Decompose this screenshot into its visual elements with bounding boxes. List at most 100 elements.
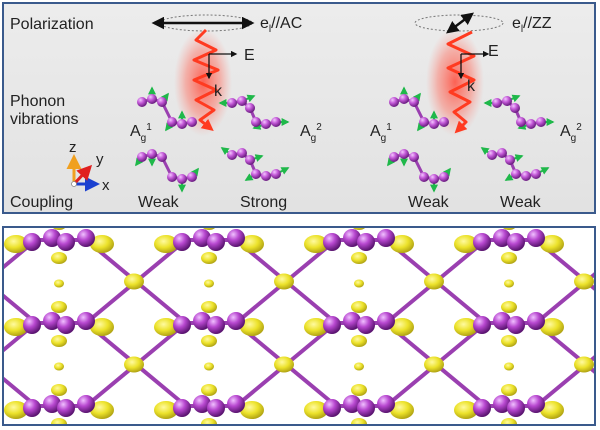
atom <box>429 119 439 129</box>
zz-mode1-fragment-lower <box>387 149 451 193</box>
lattice-atom <box>323 316 341 334</box>
density-lobe <box>51 301 67 313</box>
ac-mode1-label: Ag1 <box>130 122 152 144</box>
density-lobe <box>154 318 178 336</box>
lattice-atom <box>357 399 375 417</box>
lattice-atom <box>507 233 525 251</box>
ac-field-label: E <box>244 47 255 64</box>
ac-polarization-label: el//AC <box>260 15 302 35</box>
lattice-atom <box>493 229 511 247</box>
density-lobe <box>390 235 414 253</box>
lattice-atom <box>227 312 245 330</box>
lattice-atom <box>57 233 75 251</box>
lattice-atom <box>323 233 341 251</box>
lattice-atom <box>343 229 361 247</box>
zz-wavevector-label: k <box>467 78 476 95</box>
density-lobe <box>424 356 444 373</box>
lattice-atom <box>193 395 211 413</box>
atom <box>399 94 409 104</box>
density-lobe <box>304 235 328 253</box>
density-lobe <box>304 318 328 336</box>
lattice-atoms <box>23 229 545 417</box>
ac-laser-beam <box>174 28 232 136</box>
atom <box>487 150 497 160</box>
atom <box>137 152 147 162</box>
zz-mode2-fragment-lower <box>480 147 550 181</box>
atom <box>531 169 541 179</box>
atom <box>502 96 512 106</box>
lattice-atom <box>357 233 375 251</box>
atom <box>516 117 526 127</box>
density-lobe <box>390 318 414 336</box>
coordinate-axes: z y x <box>66 139 110 194</box>
atom <box>492 98 502 108</box>
density-lobe <box>201 301 217 313</box>
atom <box>526 119 536 129</box>
lattice-atom <box>43 229 61 247</box>
ac-mode2-label: Ag2 <box>300 122 322 144</box>
zz-field-label: E <box>488 43 499 60</box>
lattice-atom <box>343 312 361 330</box>
phonon-row-label-line2: vibrations <box>10 111 78 128</box>
density-lobe <box>424 273 444 290</box>
zz-polarization-label: el//ZZ <box>512 15 552 35</box>
lattice-atom <box>507 316 525 334</box>
density-lobe <box>54 279 64 288</box>
atom <box>271 169 281 179</box>
zz-polarization-group: el//ZZ E k Ag1 Ag2 Weak Weak <box>370 12 582 211</box>
atom <box>261 119 271 129</box>
lattice-atom <box>227 395 245 413</box>
lattice-atom <box>207 399 225 417</box>
density-lobe <box>4 401 28 419</box>
zz-coupling-mode1: Weak <box>408 194 450 211</box>
density-lobe <box>351 384 367 396</box>
density-lobe <box>501 301 517 313</box>
atom <box>177 174 187 184</box>
density-lobe <box>4 235 28 253</box>
lattice-atom <box>57 399 75 417</box>
density-lobe <box>204 279 214 288</box>
density-lobe <box>154 401 178 419</box>
density-lobe <box>274 273 294 290</box>
density-lobe <box>201 252 217 264</box>
density-lobe <box>501 252 517 264</box>
lattice-atom <box>173 399 191 417</box>
lattice-atom <box>77 229 95 247</box>
atom <box>429 174 439 184</box>
charge-density-lobes <box>4 228 594 424</box>
lattice-atom <box>77 312 95 330</box>
density-lobe <box>54 362 64 371</box>
density-lobe <box>540 401 564 419</box>
coupling-row-label: Coupling <box>10 194 73 211</box>
density-lobe <box>304 401 328 419</box>
lattice-atom <box>377 229 395 247</box>
density-lobe <box>90 235 114 253</box>
atom <box>157 97 167 107</box>
lattice-atom <box>473 399 491 417</box>
ac-light-wave <box>192 28 220 131</box>
lattice-bond <box>4 238 38 270</box>
atom <box>409 97 419 107</box>
lattice-atom <box>473 316 491 334</box>
ac-mode1-fragment-lower <box>135 149 199 193</box>
atom <box>167 117 177 127</box>
ac-coupling-mode1: Weak <box>138 194 180 211</box>
lattice-atom <box>23 399 41 417</box>
atom <box>157 152 167 162</box>
zz-mode1-fragment-upper <box>389 86 449 132</box>
density-lobe <box>574 273 594 290</box>
ac-mode2-fragment-lower <box>220 147 290 181</box>
density-lobe <box>240 401 264 419</box>
lattice-atom <box>207 233 225 251</box>
lattice-atom <box>377 395 395 413</box>
density-lobe <box>454 318 478 336</box>
density-lobe <box>53 228 65 230</box>
atom <box>237 96 247 106</box>
zz-mode2-label: Ag2 <box>560 122 582 144</box>
ac-mode1-fragment-upper <box>137 86 197 132</box>
density-lobe <box>454 401 478 419</box>
ac-polarization-group: el//AC E k Ag1 Ag2 Weak Strong <box>130 14 322 211</box>
lattice-atom <box>227 229 245 247</box>
polarization-row-label: Polarization <box>10 16 94 33</box>
atom <box>419 172 429 182</box>
